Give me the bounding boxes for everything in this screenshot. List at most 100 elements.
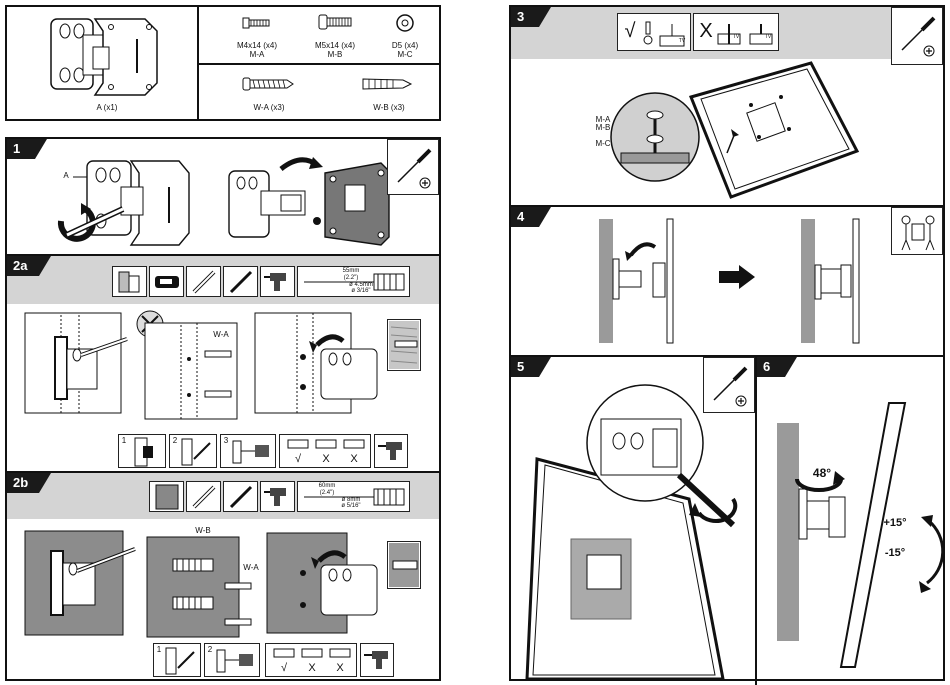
- tool-drill-box: [260, 481, 295, 512]
- drill-bit-wrong-icon: [316, 439, 336, 449]
- tool-pencil-box: [223, 266, 258, 297]
- check-mark: √: [278, 662, 290, 674]
- step4-mounted-illustration: [797, 215, 867, 345]
- divider: [755, 355, 757, 685]
- drill-bit-compare-box: √ X X: [265, 643, 357, 677]
- marking-icon: [182, 439, 212, 465]
- step-2a-number: 2a: [13, 258, 27, 273]
- washer-illustration: [395, 13, 415, 33]
- correct-assembly-box: √ TV: [617, 13, 691, 51]
- cross-mark: X: [348, 453, 360, 465]
- drill-setting-box: [374, 434, 408, 468]
- wood-grain-icon: [389, 321, 419, 369]
- drill-icon: [364, 649, 392, 673]
- wall-marker-icon: [117, 270, 143, 294]
- pencil-icon: [228, 485, 254, 509]
- step1-assembly-illustration: [221, 151, 401, 251]
- tool-screwdriver-box: [387, 139, 439, 195]
- tool-level-box: [112, 266, 147, 297]
- drill-setting-box: [360, 643, 394, 677]
- step2a-wall-mount-illustration: [21, 309, 131, 419]
- drill-bit-correct-icon: [288, 439, 308, 449]
- steps-right-panel: 3 √ TV X TV TV: [509, 5, 945, 681]
- step-2b-number: 2b: [13, 475, 28, 490]
- drill-icon: [264, 271, 292, 293]
- label-mc: M-C: [593, 139, 613, 148]
- cross-mark: X: [306, 662, 318, 674]
- tv-label: TV: [676, 38, 688, 44]
- step3-tv-back-illustration: [601, 57, 861, 203]
- drill-bit-wrong-icon: [302, 648, 322, 658]
- substep-3-box: 3: [220, 434, 276, 468]
- washer-label: D5 (x4): [375, 41, 435, 50]
- cross-mark: X: [334, 662, 346, 674]
- tool-concrete-box: [149, 481, 184, 512]
- label-wa: W-A: [241, 563, 261, 572]
- parts-list-panel: A (x1) M4x14 (x4) M-A M5x14 (x4) M-B D5 …: [5, 5, 441, 121]
- tilt-up-angle: +15°: [877, 517, 913, 529]
- pencil-icon: [228, 270, 254, 294]
- two-people-icon: [898, 212, 938, 252]
- step-5-number: 5: [517, 359, 524, 374]
- wood-screw-illustration: [243, 77, 295, 91]
- drill-bit-compare-box: √ X X: [279, 434, 371, 468]
- step-3-number: 3: [517, 9, 524, 24]
- drill-icon: [264, 486, 292, 508]
- drill-icon: [378, 440, 406, 464]
- substep-2: 2: [172, 436, 178, 445]
- drilling-icon: [217, 650, 255, 672]
- wood-screw-detail-box: [387, 319, 421, 371]
- drill-bit-wrong2-icon: [330, 648, 350, 658]
- divider: [197, 63, 439, 65]
- substep-1: 1: [156, 645, 162, 654]
- bracket-a-illustration: [45, 13, 165, 101]
- step5-tighten-illustration: [523, 379, 753, 679]
- substep-2-box: 2: [204, 643, 260, 677]
- tv-label: TV: [730, 34, 742, 40]
- tool-drill-box: [260, 266, 295, 297]
- bracket-a-label: A (x1): [77, 103, 137, 112]
- cross-mark: X: [696, 20, 716, 42]
- tool-drill-depth-box: 55mm (2.2") ø 4.5mm ø 3/16": [297, 266, 410, 297]
- screw-m5-illustration: [319, 15, 353, 29]
- level-icon: [191, 485, 217, 509]
- anchor-detail-box: [387, 541, 421, 589]
- tool-screwdriver-box: [891, 7, 943, 65]
- label-wa: W-A: [211, 330, 231, 339]
- tool-level2-box: [186, 266, 221, 297]
- concrete-wall-icon: [156, 485, 178, 509]
- screwdriver-icon: [898, 14, 938, 58]
- check-mark: √: [620, 20, 640, 42]
- step-4-number: 4: [517, 209, 524, 224]
- step6-tilt-illustration: [771, 397, 943, 677]
- washer-code: M-C: [375, 50, 435, 59]
- step-6-number: 6: [763, 359, 770, 374]
- swivel-angle: 48°: [807, 467, 837, 480]
- arrow-right-icon: [719, 265, 755, 289]
- substep-2-box: 2: [169, 434, 217, 468]
- drilling-icon: [233, 441, 271, 463]
- tool-pencil-box: [223, 481, 258, 512]
- screw-m4-illustration: [243, 17, 271, 29]
- tool-finder-box: [149, 266, 184, 297]
- substep-1: 1: [121, 436, 127, 445]
- level-icon: [191, 270, 217, 294]
- tool-level-box: [186, 481, 221, 512]
- step-1-number: 1: [13, 141, 20, 156]
- step2a-hanging-illustration: [251, 309, 381, 419]
- two-people-box: [891, 207, 943, 255]
- drill-bit-correct-icon: [274, 648, 294, 658]
- check-mark: √: [292, 453, 304, 465]
- steps-left-panel: 1 A: [5, 137, 441, 681]
- screwdriver-icon: [394, 146, 434, 190]
- concrete-anchor-icon: [389, 543, 419, 587]
- substep-3: 3: [223, 436, 229, 445]
- screw-m5-code: M-B: [305, 50, 365, 59]
- tool-drill-depth-box: 60mm (2.4") ø 8mm ø 5/16": [297, 481, 410, 512]
- step4-hang-illustration: [597, 215, 677, 345]
- marking-icon: [166, 648, 196, 674]
- drill-bit-wrong2-icon: [344, 439, 364, 449]
- anchor-label: W-B (x3): [359, 103, 419, 112]
- stud-finder-icon: [154, 273, 180, 291]
- divider: [511, 205, 943, 207]
